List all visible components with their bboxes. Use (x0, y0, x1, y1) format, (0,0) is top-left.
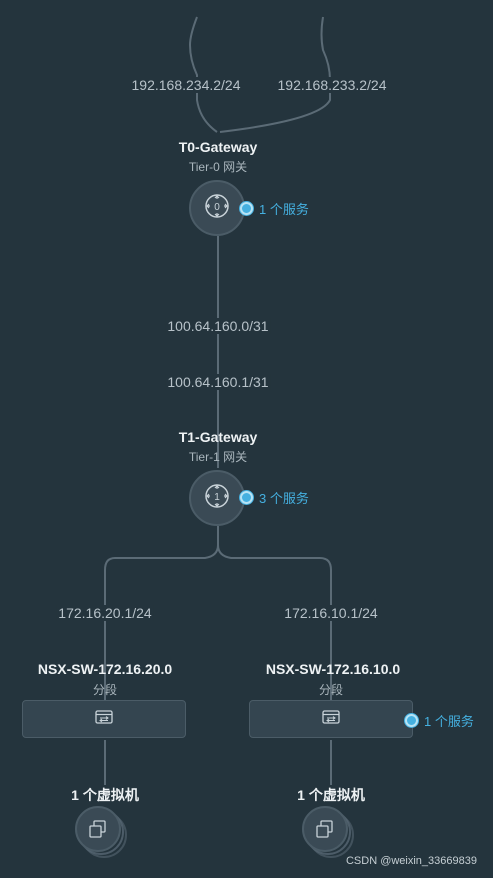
t0-services-label: 1 个服务 (259, 202, 309, 217)
t1-gateway-name[interactable]: T1-Gateway (178, 429, 258, 445)
t0-uplink-ip-right: 192.168.233.2/24 (275, 77, 389, 93)
vm-icon (302, 806, 348, 852)
t0-uplink-ip-left: 192.168.234.2/24 (129, 77, 243, 93)
segment-left-type: 分段 (92, 683, 118, 697)
segment-right-vm-group[interactable] (302, 806, 354, 858)
segment-switch-icon (94, 708, 114, 731)
t1-services-label: 3 个服务 (259, 491, 309, 506)
t1-uplink-ip: 100.64.160.1/31 (165, 374, 271, 390)
segment-left-name[interactable]: NSX-SW-172.16.20.0 (37, 661, 173, 677)
segment-left-gateway-ip: 172.16.20.1/24 (56, 605, 154, 621)
uplink-right-line (219, 16, 331, 133)
uplink-left-line (188, 16, 218, 133)
t1-gateway-node[interactable]: 1 (189, 470, 245, 526)
service-indicator-icon (240, 202, 253, 215)
segment-switch-icon (321, 708, 341, 731)
watermark: CSDN @weixin_33669839 (345, 855, 477, 867)
segment-right-services-badge[interactable]: 1 个服务 (405, 711, 474, 730)
segment-right-node[interactable] (249, 700, 413, 738)
t1-services-badge[interactable]: 3 个服务 (240, 488, 309, 507)
t1-seg-right-line (217, 526, 332, 700)
t0-services-badge[interactable]: 1 个服务 (240, 199, 309, 218)
tier1-router-icon: 1 (204, 483, 230, 514)
segment-left-vm-group[interactable] (75, 806, 127, 858)
t1-gateway-type: Tier-1 网关 (188, 450, 248, 464)
service-indicator-icon (405, 714, 418, 727)
segment-left-vm-count[interactable]: 1 个虚拟机 (71, 787, 139, 803)
tier0-router-icon: 0 (204, 193, 230, 224)
t0-gateway-type: Tier-0 网关 (188, 160, 248, 174)
t0-gateway-name[interactable]: T0-Gateway (178, 139, 258, 155)
svg-text:0: 0 (214, 202, 220, 213)
vm-icon (75, 806, 121, 852)
segment-right-type: 分段 (318, 683, 344, 697)
t1-seg-left-line (104, 526, 219, 700)
segment-right-services-label: 1 个服务 (424, 714, 474, 729)
t0-downlink-ip: 100.64.160.0/31 (165, 318, 271, 334)
segment-right-gateway-ip: 172.16.10.1/24 (282, 605, 380, 621)
segment-left-node[interactable] (22, 700, 186, 738)
t0-gateway-node[interactable]: 0 (189, 180, 245, 236)
service-indicator-icon (240, 491, 253, 504)
segment-right-vm-count[interactable]: 1 个虚拟机 (297, 787, 365, 803)
svg-text:1: 1 (214, 492, 220, 503)
segment-right-name[interactable]: NSX-SW-172.16.10.0 (265, 661, 401, 677)
